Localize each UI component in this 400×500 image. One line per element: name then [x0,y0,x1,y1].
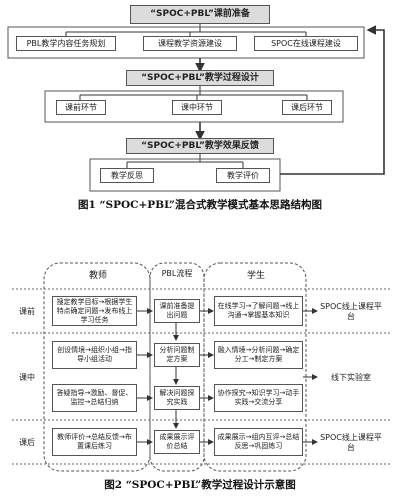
teacher-step-3: 答疑指导→激励、督促、监控→总结归纳 [52,384,137,412]
prep-item-2: 课程教学资源建设 [143,36,237,51]
prep-title: “SPOC+PBL”课前准备 [150,9,250,19]
teacher-step-2: 创设情境→组织小组→指导小组活动 [52,341,137,369]
design-item-1: 课前环节 [56,100,106,115]
pbl-step-1: 课前准备提出问题 [154,299,200,323]
design-title: “SPOC+PBL”教学过程设计 [141,72,259,83]
prep-item-3: SPOC在线课程建设 [254,36,358,51]
pbl-step-3: 解决问题探究实践 [154,386,200,410]
design-item-2: 课中环节 [172,100,222,115]
design-item-1-label: 课前环节 [65,103,97,112]
figure-2-caption: 图2 “SPOC+PBL”教学过程设计示意图 [104,479,296,491]
student-step-1: 在线学习→了解问题→线上沟通→掌握基本知识 [214,296,303,326]
teacher-step-1: 搜定教学目标→根据学生特点确定问题→发布线上学习任务 [52,296,137,326]
student-step-2: 融入情境→分析问题→确定分工→制定方案 [214,341,303,369]
design-item-3: 课后环节 [282,100,332,115]
prep-item-3-label: SPOC在线课程建设 [271,39,341,48]
student-step-3: 协作探究→知识学习→动手实践→交流分享 [214,384,303,412]
platform-before: SPOC线上课程平台 [320,302,382,321]
design-title-box: “SPOC+PBL”教学过程设计 [126,70,274,86]
design-item-2-label: 课中环节 [181,103,213,112]
stage-label-during: 课中 [19,373,35,382]
stage-label-before: 课前 [19,307,35,316]
pbl-step-4: 成果展示评价总结 [154,430,200,454]
prep-item-2-label: 课程教学资源建设 [158,39,222,48]
design-item-3-label: 课后环节 [291,103,323,112]
prep-item-1-label: PBL教学内容任务规划 [26,39,106,48]
feedback-item-1-label: 教学反思 [111,171,143,180]
platform-after: SPOC线上课程平台 [320,433,382,452]
col-header-pbl: PBL流程 [161,269,193,278]
prep-title-box: “SPOC+PBL”课前准备 [130,5,270,24]
platform-during: 线下实验室 [331,373,371,382]
pbl-step-2: 分析问题制定方案 [154,343,200,367]
feedback-item-2-label: 教学评价 [227,171,259,180]
feedback-title-box: “SPOC+PBL”教学效果反馈 [126,138,274,154]
teacher-step-4: 教师评价→总结反馈→布置课后练习 [52,428,137,456]
col-header-teacher: 教师 [88,271,107,281]
feedback-title: “SPOC+PBL”教学效果反馈 [141,140,259,151]
feedback-item-1: 教学反思 [100,168,154,183]
col-header-student: 学生 [246,271,265,281]
prep-item-1: PBL教学内容任务规划 [16,36,116,51]
feedback-item-2: 教学评价 [216,168,270,183]
stage-label-after: 课后 [19,438,35,447]
student-step-4: 成果展示→组内互评→总结反思→巩固练习 [214,428,303,456]
figure-1-caption: 图1 “SPOC+PBL”混合式教学模式基本思路结构图 [78,199,322,211]
